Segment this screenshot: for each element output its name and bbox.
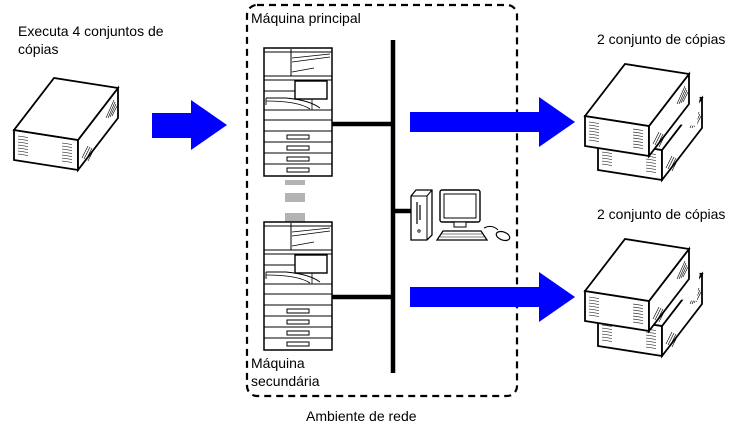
output-arrow-1-icon <box>410 97 575 147</box>
output-label-2: 2 conjunto de cópias <box>597 206 726 222</box>
main-machine-label: Máquina principal <box>251 10 361 26</box>
network-cable <box>332 40 413 373</box>
input-arrow-icon <box>152 100 227 150</box>
input-label-line1: Executa 4 conjuntos de <box>18 23 164 39</box>
desktop-computer-icon <box>410 189 511 242</box>
output-paper-stack-1-icon <box>584 51 717 181</box>
network-boundary <box>245 3 519 398</box>
input-label-line2: cópias <box>18 41 59 57</box>
main-machine-icon <box>263 47 333 177</box>
output-label-1: 2 conjunto de cópias <box>597 31 726 47</box>
secondary-machine-label-line1: Máquina <box>251 355 305 371</box>
output-paper-stack-2-icon <box>584 226 717 357</box>
input-paper-stack-icon <box>13 65 133 171</box>
output-arrow-2-icon <box>410 272 575 322</box>
machine-connector <box>285 180 305 222</box>
network-label: Ambiente de rede <box>306 408 417 424</box>
secondary-machine-label-line2: secundária <box>251 373 320 389</box>
secondary-machine-icon <box>263 221 333 351</box>
